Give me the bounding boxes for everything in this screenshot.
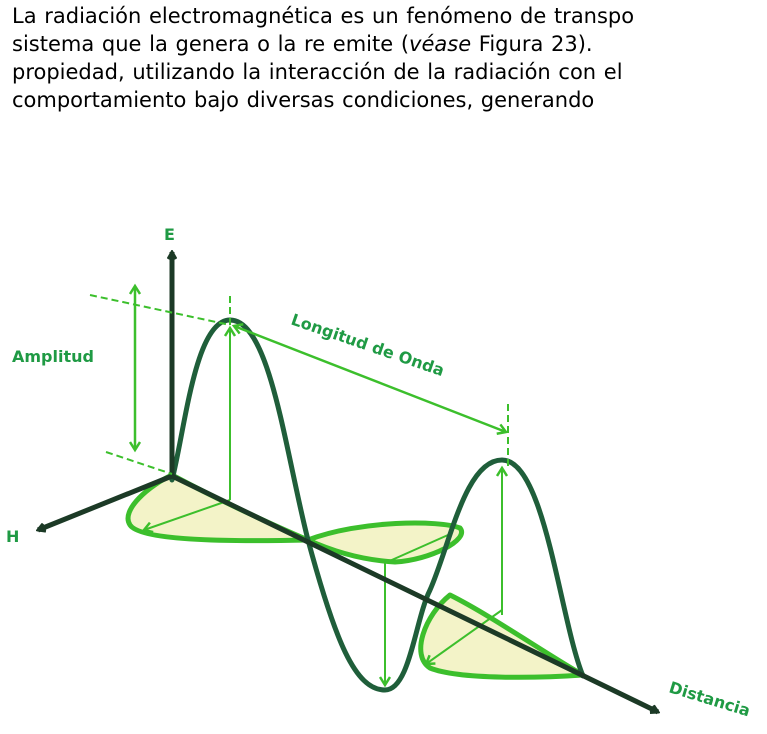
h-axis: [38, 473, 173, 530]
amplitude-guide-bottom: [105, 451, 173, 475]
paragraph-line-3: propiedad, utilizando la interacción de …: [12, 60, 623, 84]
paragraph-line-2: sistema que la genera o la re emite (véa…: [12, 30, 767, 58]
paragraph-line-1: La radiación electromagnética es un fenó…: [12, 4, 635, 28]
h-vector-2: [426, 609, 503, 664]
amplitude-guide-top: [89, 294, 231, 326]
h-vector-1: [144, 499, 231, 530]
paragraph-line-4: comportamiento bajo diversas condiciones…: [12, 88, 595, 112]
body-paragraph: La radiación electromagnética es un fenó…: [12, 2, 767, 114]
paragraph-line-2-end: Figura 23).: [471, 32, 593, 56]
paragraph-line-2-italic: véase: [409, 32, 472, 56]
label-e: E: [164, 225, 175, 244]
wavelength-arrow: [234, 326, 506, 432]
label-amplitude: Amplitud: [12, 347, 94, 366]
h-field-lobe-2: [305, 520, 465, 565]
label-distance: Distancia: [667, 678, 753, 721]
distance-axis: [170, 473, 658, 715]
paragraph-line-2-start: sistema que la genera o la re emite (: [12, 32, 410, 56]
label-wavelength: Longitud de Onda: [289, 310, 447, 380]
h-vector-3: [384, 534, 449, 564]
label-h: H: [6, 527, 19, 546]
